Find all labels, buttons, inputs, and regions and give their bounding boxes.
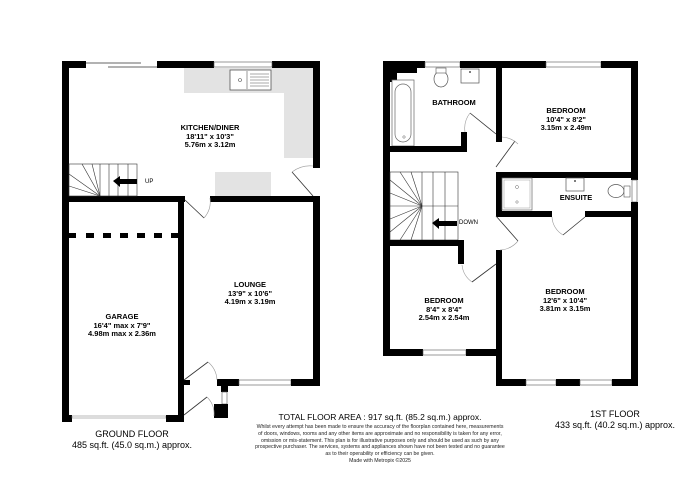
room-label-bedroom-2: BEDROOM 8'4" x 8'4" 2.54m x 2.54m (392, 296, 496, 323)
sink-icon (229, 69, 272, 91)
room-dimension-imperial: 8'4" x 8'4" (426, 304, 462, 314)
toilet-icon (433, 67, 449, 88)
room-name: BATHROOM (432, 98, 476, 107)
ground-floor-caption: GROUND FLOOR 485 sq.ft. (45.0 sq.m.) app… (62, 429, 202, 451)
room-dimension-metric: 3.81m x 3.15m (539, 304, 591, 314)
arrow-left-icon (432, 218, 457, 229)
floor-area: 485 sq.ft. (45.0 sq.m.) approx. (71, 439, 193, 450)
room-dimension-imperial: 18'11" x 10'3" (186, 131, 234, 141)
ground-floor-plan (62, 61, 638, 422)
floor-title: 1ST FLOOR (590, 409, 640, 419)
room-label-ensuite: ENSUITE (546, 193, 606, 203)
room-label-lounge: LOUNGE 13'9" x 10'6" 4.19m x 3.19m (190, 280, 310, 307)
bathtub-icon (391, 79, 415, 147)
room-dimension-metric: 3.15m x 2.49m (540, 123, 592, 133)
floor-title: GROUND FLOOR (95, 429, 169, 439)
disclaimer-line: omission or mis-statement. This plan is … (260, 437, 500, 444)
basin-icon (565, 177, 585, 192)
total-floor-area: TOTAL FLOOR AREA : 917 sq.ft. (85.2 sq.m… (278, 412, 482, 422)
disclaimer-line: Whilst every attempt has been made to en… (256, 424, 504, 430)
disclaimer-line: of doors, windows, rooms and any other i… (258, 430, 502, 437)
room-dimension-metric: 4.19m x 3.19m (224, 297, 276, 307)
room-dimension-imperial: 10'4" x 8'2" (546, 114, 586, 124)
room-name: BEDROOM (424, 296, 464, 305)
room-label-bedroom-1: BEDROOM 10'4" x 8'2" 3.15m x 2.49m (516, 106, 616, 133)
kitchen-island-worktop (215, 172, 271, 198)
room-name: BEDROOM (545, 287, 585, 296)
room-dimension-metric: 5.76m x 3.12m (184, 140, 236, 150)
made-with-credit: Made with Metropix ©2025 (349, 457, 411, 464)
room-dimension-metric: 2.54m x 2.54m (418, 313, 470, 323)
room-name: ENSUITE (559, 193, 593, 202)
arrow-left-icon (113, 176, 137, 187)
garage-door-dashes (69, 233, 178, 238)
room-name: BEDROOM (546, 106, 586, 115)
room-name: LOUNGE (233, 280, 267, 289)
room-name: KITCHEN/DINER (180, 123, 240, 132)
disclaimer-line: prospective purchaser. The services, sys… (255, 444, 505, 451)
shower-icon (501, 177, 533, 211)
room-label-kitchen-diner: KITCHEN/DINER 18'11" x 10'3" 5.76m x 3.1… (150, 123, 270, 150)
room-dimension-imperial: 13'9" x 10'6" (227, 288, 273, 298)
room-label-bedroom-3: BEDROOM 12'6" x 10'4" 3.81m x 3.15m (515, 287, 615, 314)
toilet-icon (607, 184, 631, 198)
room-dimension-imperial: 12'6" x 10'4" (542, 295, 588, 305)
stairs-down (389, 171, 459, 241)
basin-icon (460, 68, 480, 84)
room-label-garage: GARAGE 16'4" max x 7'9" 4.98m max x 2.36… (66, 312, 178, 339)
floor-area: 433 sq.ft. (40.2 sq.m.) approx. (554, 419, 676, 430)
disclaimer-line: as to their operability or efficiency ca… (325, 451, 435, 457)
room-dimension-metric: 4.98m max x 2.36m (88, 329, 156, 339)
disclaimer: Whilst every attempt has been made to en… (230, 424, 530, 465)
kitchen-worktop-right (284, 68, 316, 158)
stairs-down-label: DOWN (459, 220, 478, 226)
room-label-bathroom: BATHROOM (424, 98, 484, 108)
first-floor-caption: 1ST FLOOR 433 sq.ft. (40.2 sq.m.) approx… (545, 409, 685, 431)
stairs-up-label: UP (145, 179, 154, 185)
room-dimension-imperial: 16'4" max x 7'9" (93, 320, 151, 330)
room-name: GARAGE (105, 312, 139, 321)
